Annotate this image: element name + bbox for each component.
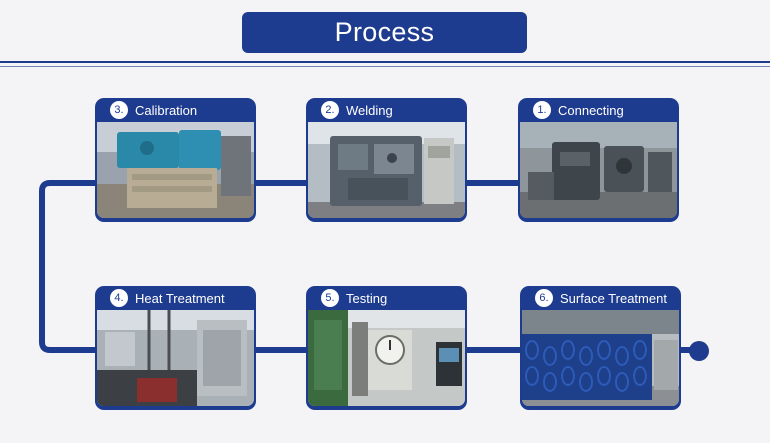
step-card-connecting: 1. Connecting [518,98,679,222]
header-rule [0,61,770,63]
step-number-badge: 5. [321,289,339,307]
step-header: 1. Connecting [518,98,679,122]
step-number-badge: 6. [535,289,553,307]
connecting-machine-photo [520,122,677,218]
step-number-badge: 4. [110,289,128,307]
testing-machine-photo [308,310,465,406]
step-number-badge: 2. [321,101,339,119]
step-header: 2. Welding [306,98,467,122]
step-card-surface-treatment: 6. Surface Treatment [520,286,681,410]
step-label: Testing [346,290,388,306]
heat-treatment-furnace-photo [97,310,254,406]
step-number-badge: 3. [110,101,128,119]
step-card-testing: 5. Testing [306,286,467,410]
step-header: 6. Surface Treatment [520,286,681,310]
surface-treatment-chains-photo [522,310,679,406]
welding-machine-photo [308,122,465,218]
step-number-badge: 1. [533,101,551,119]
step-header: 4. Heat Treatment [95,286,256,310]
page-title: Process [242,12,527,53]
step-label: Heat Treatment [135,290,225,306]
step-card-heat-treatment: 4. Heat Treatment [95,286,256,410]
page-title-text: Process [334,17,435,47]
step-header: 5. Testing [306,286,467,310]
step-card-welding: 2. Welding [306,98,467,222]
step-label: Calibration [135,102,198,118]
step-label: Welding [346,102,393,118]
header-rule-thin [0,66,770,67]
step-card-calibration: 3. Calibration [95,98,256,222]
step-label: Connecting [558,102,624,118]
step-label: Surface Treatment [560,290,667,306]
end-dot [689,341,709,361]
calibration-machine-photo [97,122,254,218]
step-header: 3. Calibration [95,98,256,122]
